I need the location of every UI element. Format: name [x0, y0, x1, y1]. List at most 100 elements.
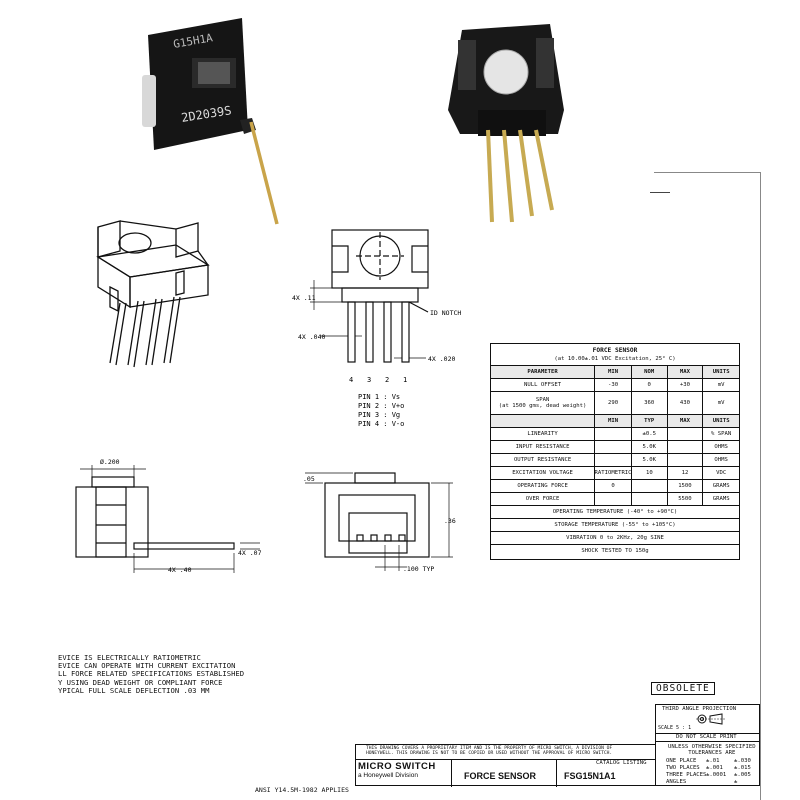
sensor-photo-top: [440, 10, 580, 230]
tolerance-heading: UNLESS OTHERWISE SPECIFIED TOLERANCES AR…: [668, 744, 756, 756]
col-header: MIN: [595, 415, 632, 427]
dim-4x-40: 4X .40: [168, 566, 192, 574]
cell: OUTPUT RESISTANCE: [491, 454, 596, 466]
pin-number: 4: [349, 376, 353, 384]
cell: OPERATING TEMPERATURE (-40° to +90°C): [552, 509, 678, 515]
table-subheader-row: MIN TYP MAX UNITS: [491, 415, 739, 428]
table-header-row: PARAMETER MIN NOM MAX UNITS: [491, 366, 739, 379]
table-row: INPUT RESISTANCE 5.0K OHMS: [491, 441, 739, 454]
col-header: UNITS: [703, 415, 739, 427]
cell: 430: [668, 392, 704, 414]
cell: [595, 428, 632, 440]
cell: VIBRATION 0 to 2KHz, 20g SINE: [566, 535, 664, 541]
cell: EXCITATION VOLTAGE: [491, 467, 596, 479]
tolerance-cell: ONE PLACE: [666, 758, 697, 764]
table-row: OVER FORCE 5500 GRAMS: [491, 493, 739, 506]
cell: 5.0K: [632, 454, 668, 466]
company-logo: MICRO SWITCH: [358, 761, 436, 772]
obsolete-stamp: OBSOLETE: [651, 682, 715, 695]
ansi-note: ANSI Y14.5M-1982 APPLIES: [255, 786, 349, 794]
cell: INPUT RESISTANCE: [491, 441, 596, 453]
top-view-drawing: 4X .11 4X .040 4X .020 ID NOTCH 4 3 2 1 …: [292, 229, 461, 428]
catalog-label: CATALOG LISTING: [596, 760, 647, 766]
cell: [668, 428, 704, 440]
divider: [451, 759, 452, 787]
cell: [632, 493, 668, 505]
cell: 5500: [668, 493, 704, 505]
scale-label: SCALE 5 : 1: [658, 725, 692, 731]
tolerance-cell: ANGLES: [666, 779, 687, 785]
table-row: EXCITATION VOLTAGE RATIOMETRIC 10 12 VDC: [491, 467, 739, 480]
pin-list-item: PIN 3 : Vg: [358, 411, 400, 419]
dim-4x-11: 4X .11: [292, 294, 316, 302]
table-row: NULL OFFSET -30 0 +30 mV: [491, 379, 739, 392]
cell: [668, 441, 704, 453]
projection-label: THIRD ANGLE PROJECTION: [662, 706, 737, 712]
page-edge-marks: [650, 186, 670, 193]
cell: 290: [595, 392, 632, 414]
col-header: PARAMETER: [491, 366, 596, 378]
cell: OPERATING FORCE: [491, 480, 596, 492]
cell: STORAGE TEMPERATURE (-55° to +105°C): [554, 522, 676, 528]
table-row: OUTPUT RESISTANCE 5.0K OHMS: [491, 454, 739, 467]
col-header: MAX: [667, 415, 704, 427]
company-division: a Honeywell Division: [358, 772, 418, 779]
cell: -30: [595, 379, 632, 391]
table-row: VIBRATION 0 to 2KHz, 20g SINE: [491, 532, 739, 545]
note-line: EVICE CAN OPERATE WITH CURRENT EXCITATIO…: [58, 661, 236, 671]
col-header: MAX: [667, 366, 704, 378]
projection-box: THIRD ANGLE PROJECTION SCALE 5 : 1 DO NO…: [655, 704, 760, 742]
catalog-number: FSG15N1A1: [564, 771, 616, 781]
note-line: EVICE IS ELECTRICALLY RATIOMETRIC: [58, 653, 201, 662]
note-line: LL FORCE RELATED SPECIFICATIONS ESTABLIS…: [58, 669, 245, 679]
table-row: OPERATING FORCE 0 1500 GRAMS: [491, 480, 739, 493]
tolerance-cell: ±.015: [734, 765, 751, 771]
col-header: MIN: [595, 366, 632, 378]
tolerance-cell: ±: [734, 779, 738, 785]
cell: LINEARITY: [491, 428, 596, 440]
spec-title: FORCE SENSOR: [592, 347, 638, 354]
cell: RATIOMETRIC: [595, 467, 633, 479]
table-row: STORAGE TEMPERATURE (-55° to +105°C): [491, 519, 739, 532]
title-block: THIRD ANGLE PROJECTION SCALE 5 : 1 DO NO…: [255, 704, 760, 800]
divider: [556, 759, 557, 787]
cell: +30: [668, 379, 704, 391]
pin-list-item: PIN 2 : V+o: [358, 402, 404, 410]
divider: [356, 759, 656, 760]
pin-number: 1: [403, 376, 407, 384]
cell: mV: [717, 400, 725, 406]
col-header: NOM: [631, 366, 668, 378]
tolerance-cell: ±.001: [706, 765, 723, 771]
do-not-scale-label: DO NOT SCALE PRINT: [676, 734, 737, 740]
spec-table-header: FORCE SENSOR (at 10.00±.01 VDC Excitatio…: [491, 344, 739, 366]
side-view-drawing: Ø.200 4X .07 4X .40: [75, 458, 262, 574]
cell: GRAMS: [712, 483, 730, 489]
tolerance-cell: ±.005: [734, 772, 751, 778]
cell: mV: [717, 382, 725, 388]
pin-number: 3: [367, 376, 371, 384]
cell: OVER FORCE: [491, 493, 596, 505]
projection-symbol-icon: [696, 713, 726, 725]
dim-05: .05: [303, 475, 315, 483]
spec-table: FORCE SENSOR (at 10.00±.01 VDC Excitatio…: [490, 343, 740, 560]
cell: [632, 480, 668, 492]
table-row: SPAN (at 1500 gms, dead weight) 290 360 …: [491, 392, 739, 415]
sheet-border: [760, 172, 761, 800]
cell: 0: [632, 379, 668, 391]
cell: 360: [632, 392, 668, 414]
tolerance-cell: ±.01: [706, 758, 720, 764]
product-name: FORCE SENSOR: [464, 771, 537, 781]
tolerance-box: UNLESS OTHERWISE SPECIFIED TOLERANCES AR…: [655, 742, 760, 786]
cell: SPAN (at 1500 gms, dead weight): [491, 392, 596, 414]
proprietary-notice: THIS DRAWING COVERS A PROPRIETARY ITEM A…: [366, 746, 613, 757]
dim-diameter: Ø.200: [100, 458, 120, 466]
col-header: UNITS: [703, 366, 739, 378]
pin-list-item: PIN 1 : Vs: [358, 393, 400, 401]
cell: 12: [668, 467, 704, 479]
cell: SHOCK TESTED TO 150g: [581, 548, 649, 554]
front-view-drawing: .05 .36 .100 TYP: [303, 472, 456, 573]
dim-4x-020: 4X .020: [428, 355, 455, 363]
id-notch-label: ID NOTCH: [430, 309, 461, 317]
dim-4x-07: 4X .07: [238, 549, 262, 557]
